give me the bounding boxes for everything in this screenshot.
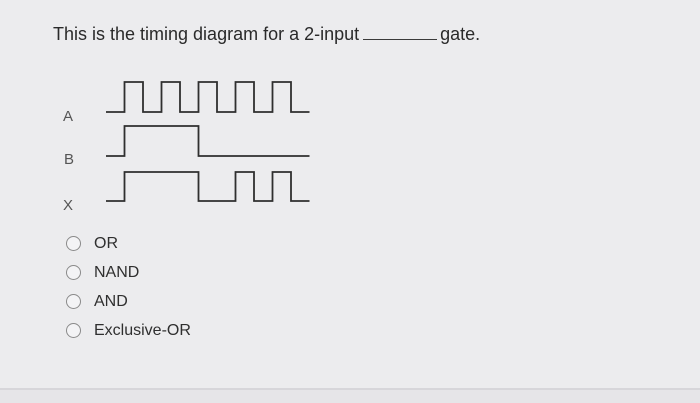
question-prefix: This is the timing diagram for a 2-input <box>53 24 360 44</box>
radio-button[interactable] <box>66 294 81 309</box>
question-card: This is the timing diagram for a 2-input… <box>0 22 700 390</box>
signal-label-x: X <box>63 197 73 214</box>
question-text: This is the timing diagram for a 2-input… <box>53 22 480 46</box>
radio-button[interactable] <box>66 323 81 338</box>
option-nand[interactable]: NAND <box>66 258 366 287</box>
radio-button[interactable] <box>66 236 81 251</box>
option-and[interactable]: AND <box>66 287 366 316</box>
signal-label-b: B <box>64 151 74 168</box>
option-label: OR <box>94 234 118 252</box>
question-suffix: gate. <box>440 24 481 44</box>
waveform-a <box>106 81 310 113</box>
timing-diagram: A B X <box>63 81 310 214</box>
answer-options: OR NAND AND Exclusive-OR <box>66 229 366 345</box>
option-or[interactable]: OR <box>66 229 366 258</box>
waveform-b <box>106 125 310 157</box>
signal-label-a: A <box>63 108 73 125</box>
option-exclusive-or[interactable]: Exclusive-OR <box>66 316 366 345</box>
option-label: NAND <box>94 263 140 281</box>
waveform-x <box>106 171 310 202</box>
option-label: AND <box>94 292 128 310</box>
option-label: Exclusive-OR <box>94 321 191 339</box>
radio-button[interactable] <box>66 265 81 280</box>
answer-blank <box>363 25 438 40</box>
